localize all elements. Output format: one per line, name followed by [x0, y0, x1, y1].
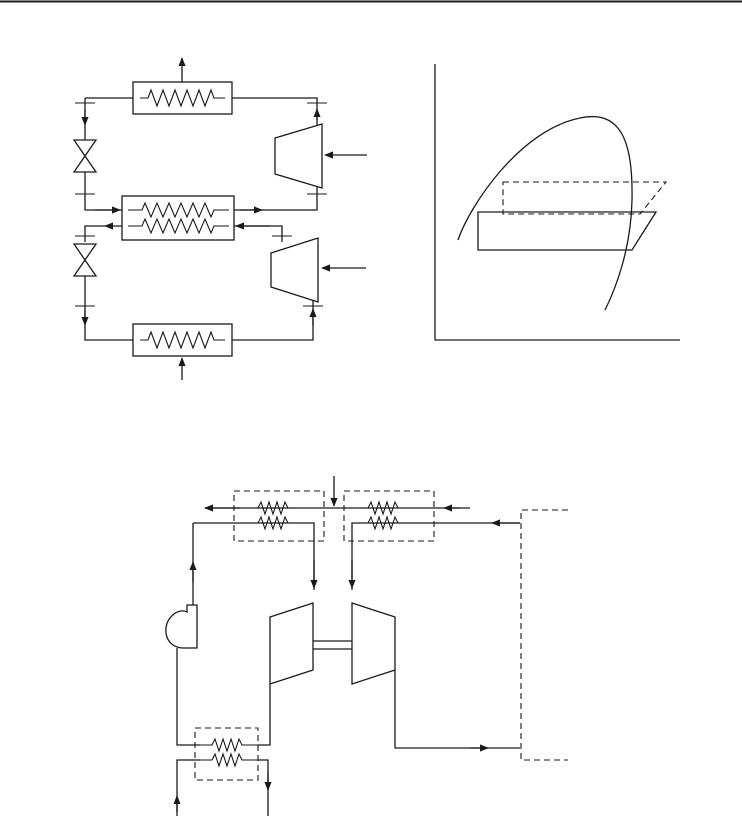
upper-right-hx-dashed-box [344, 491, 434, 541]
lower-loop-wire-left [85, 276, 133, 340]
lower-compressor-icon [271, 238, 318, 302]
second-flow-line [193, 523, 314, 590]
lower-hx-cooling-out [258, 760, 268, 816]
upper-loop-wire-top-right [232, 98, 317, 120]
upper-compressor-icon [275, 124, 322, 188]
fan-icon [166, 605, 197, 648]
cascade-cycle-schematic [74, 58, 367, 380]
shaft [313, 641, 352, 649]
upper-loop-wire-right-lower [234, 180, 317, 210]
cascade-heat-exchanger-box [122, 196, 234, 240]
compressor-icon [270, 603, 313, 684]
upper-left-hx-dashed-box [234, 491, 324, 541]
lower-coil-2-icon [200, 754, 258, 766]
lower-loop-wire-top-left [85, 226, 105, 242]
gas-cycle-schematic [166, 476, 568, 816]
saturation-dome [458, 117, 632, 310]
second-flow-line-right [352, 523, 520, 590]
lower-loop-wire-right [232, 300, 313, 340]
lower-hx-dashed-box [195, 728, 258, 780]
lower-coil-1-icon [200, 739, 258, 751]
lower-hx-cooling-in [177, 760, 200, 816]
turbine-icon [352, 603, 395, 684]
fan-to-lower-hx [177, 648, 200, 745]
ts-diagram [435, 64, 680, 340]
lower-hx-to-compressor [258, 684, 270, 745]
lower-loop-wire-top-right [234, 226, 282, 242]
upper-cycle-outline [503, 182, 666, 214]
turbine-outlet-line [395, 670, 520, 748]
ts-axes [435, 64, 680, 340]
cold-space-boundary [521, 510, 568, 760]
upper-loop-wire-left-lower [85, 172, 122, 210]
lower-expansion-valve-icon [74, 244, 96, 276]
upper-expansion-valve-icon [74, 140, 96, 172]
